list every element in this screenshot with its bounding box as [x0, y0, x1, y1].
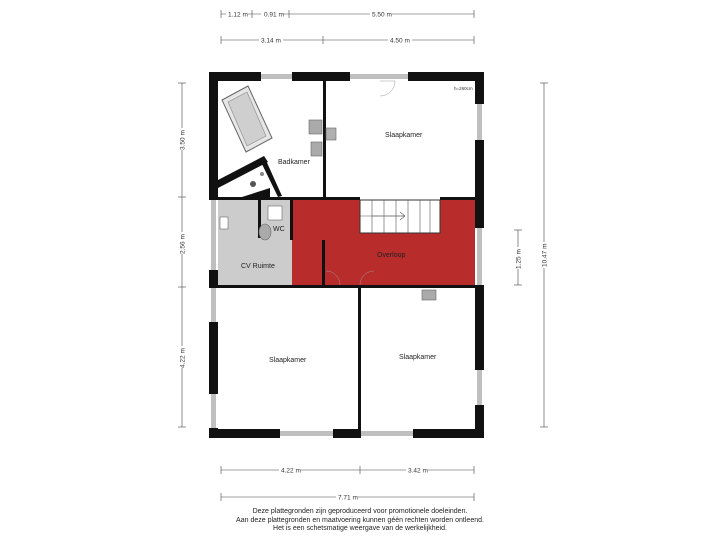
dim-top2-1: 3.14 m: [261, 38, 281, 45]
sink-1: [308, 119, 323, 135]
label-slaapkamer-bottom-left: Slaapkamer: [269, 357, 307, 364]
landing-chair: [421, 289, 437, 301]
dim-top-1: 1.12 m: [228, 12, 248, 19]
label-slaapkamer-top: Slaapkamer: [385, 132, 423, 139]
outer-walls: [209, 72, 484, 438]
bathtub: [221, 85, 273, 153]
dim-bottom-total: 7.71 m: [338, 495, 358, 502]
dim-top2-2: 4.50 m: [390, 38, 410, 45]
dim-bottom-2: 3.42 m: [408, 468, 428, 475]
dim-right-inner: 1.25 m: [516, 249, 523, 269]
dim-right-outer: 10.47 m: [542, 244, 549, 268]
ceiling-height: h=260cm: [454, 86, 473, 91]
disclaimer-line-2: Aan deze plattegronden en maatvoering ku…: [236, 516, 484, 524]
dim-top-3: 5.50 m: [372, 12, 392, 19]
badkamer-corner: [242, 188, 270, 197]
label-cv-ruimte: CV Ruimte: [241, 263, 275, 270]
label-overloop: Overloop: [377, 252, 406, 259]
chair-1: [325, 127, 337, 141]
stair-steps: [360, 200, 431, 233]
label-badkamer: Badkamer: [278, 159, 311, 166]
shower-wall: [260, 156, 282, 197]
dim-bottom-1: 4.22 m: [281, 468, 301, 475]
stair-arrow-icon: [372, 211, 406, 221]
cv-boiler: [219, 216, 229, 230]
label-wc: WC: [273, 226, 285, 233]
badkamer-diagonal-wall: [218, 156, 268, 188]
dim-top-2: 0.91 m: [264, 12, 284, 19]
door-swings: [325, 80, 396, 286]
stairs: [359, 199, 441, 234]
windows: [211, 74, 482, 436]
label-slaapkamer-bottom-right: Slaapkamer: [399, 354, 437, 361]
shower-drain-2: [260, 172, 264, 176]
dim-left-3: 4.22 m: [180, 348, 187, 368]
interior-walls: [218, 81, 476, 429]
dim-left-2: 2.56 m: [180, 234, 187, 254]
disclaimer-line-3: Het is een schetsmatige weergave van de …: [273, 525, 447, 533]
sink-2: [310, 141, 323, 157]
wc-sink: [267, 205, 283, 221]
disclaimer: Deze plattegronden zijn geproduceerd voo…: [0, 508, 720, 534]
dim-left-1: 3.50 m: [180, 130, 187, 150]
disclaimer-line-1: Deze plattegronden zijn geproduceerd voo…: [252, 508, 468, 515]
shower-drain: [250, 181, 256, 187]
toilet: [258, 223, 272, 241]
dimension-labels: 1.12 m 0.91 m 5.50 m 3.14 m 4.50 m 3.50 …: [177, 9, 549, 502]
